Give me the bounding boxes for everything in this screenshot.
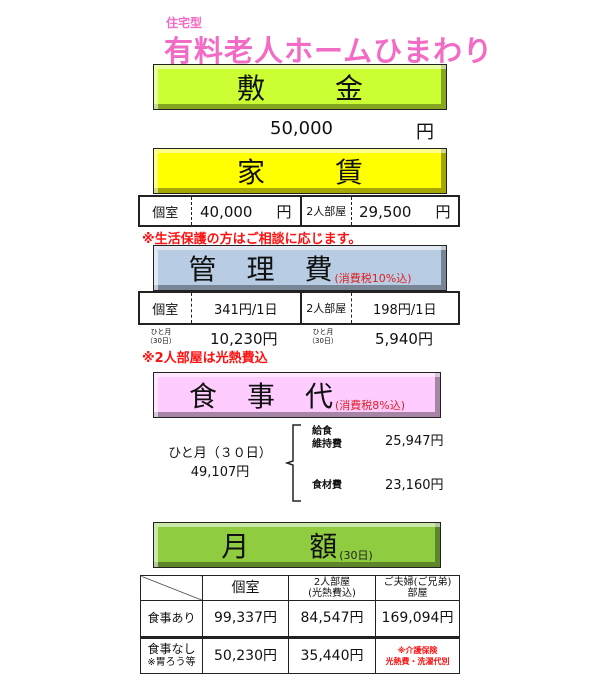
col-double: 2人部屋 [313,577,351,589]
mgmt-double-label: 2人部屋 [300,291,352,325]
item1-label-b: 維持費 [312,439,342,450]
cell-note-b: 光熱費・洗濯代別 [385,656,450,666]
rent-unit-2: 円 [435,202,451,221]
management-label-b: 理 [246,253,275,286]
management-label-a: 管 [188,253,217,286]
meals-label-a: 食 [188,380,217,413]
table-row: 食事なし※胃ろう等 50,230円 35,440円 ※介護保険光熱費・洗濯代別 [140,636,460,675]
monthly-table: 個室 2人部屋(光熱費込) ご夫婦(ご兄弟)部屋 食事あり 99,337円 84… [140,574,460,675]
row-label: 食事あり [140,600,203,638]
meals-month-label: ひと月（３０日） [168,446,272,461]
row-label: 食事なし [147,641,196,656]
deposit-label-a: 敷 [236,72,265,105]
monthly-label-b: 額 [309,530,338,563]
rent-label-b: 賃 [335,156,364,189]
management-banner: 管理費 (消費税10%込) [153,245,447,291]
deposit-unit: 円 [416,122,434,143]
row-label-note: ※胃ろう等 [147,656,196,668]
mgmt-double-value: 198円/1日 [351,291,460,325]
cell-value: 169,094円 [375,600,460,638]
brace-icon [285,424,301,502]
cell-value: 84,547円 [288,600,376,638]
month-label: ひと月 [150,328,172,336]
deposit-label-b: 金 [335,72,364,105]
management-table: 個室 341円/1日 2人部屋 198円/1日 [138,291,460,325]
rent-single-label: 個室 [138,195,192,227]
rent-double-label: 2人部屋 [300,195,352,227]
management-note: ※2人部屋は光熱費込 [142,351,268,366]
cell-note-a: ※介護保険 [397,645,438,655]
corner-cell [140,574,203,602]
col-couple-room: 部屋 [407,588,428,600]
meals-total: 49,107円 [190,465,250,480]
meals-tax: (消費税8%込) [335,399,406,412]
management-tax: (消費税10%込) [334,272,412,285]
table-row: 食事あり 99,337円 84,547円 169,094円 [140,600,460,638]
meals-banner: 食事代 (消費税8%込) [153,372,441,418]
item2-label: 食材費 [312,480,342,491]
month-days-2: （30日） [308,337,338,345]
deposit-banner: 敷金 [153,64,447,110]
mgmt-double-month: 5,940円 [375,330,433,348]
item1-label-a: 給食 [312,426,332,437]
rent-unit: 円 [276,202,292,221]
cell-value: 99,337円 [202,600,289,638]
monthly-days: (30日) [339,549,373,562]
mgmt-single-label: 個室 [138,291,192,325]
rent-label-a: 家 [236,156,265,189]
deposit-amount: 50,000 [270,118,333,139]
mgmt-single-month: 10,230円 [210,330,278,348]
monthly-label-a: 月 [221,530,250,563]
cell-value: 35,440円 [288,636,376,675]
rent-banner: 家賃 [153,148,447,194]
col-single: 個室 [202,574,289,602]
item2-value: 23,160円 [385,478,444,493]
monthly-banner: 月 額 (30日) [153,522,441,568]
rent-note: ※生活保護の方はご相談に応じます。 [142,232,362,247]
mgmt-single-value: 341円/1日 [191,291,302,325]
col-couple: ご夫婦(ご兄弟) [383,577,452,589]
page-title: 有料老人ホームひまわり [164,34,494,68]
month-label-2: ひと月 [312,328,334,336]
month-days: （30日） [146,337,176,345]
rent-single-value: 40,000 [199,202,253,221]
subtitle: 住宅型 [166,16,203,30]
meals-label-b: 事 [246,380,275,413]
rent-table: 個室 40,000 円 2人部屋 29,500 円 [138,195,460,227]
cell-value: 50,230円 [202,636,289,675]
meals-label-c: 代 [304,380,333,413]
col-double-note: (光熱費込) [308,588,356,600]
item1-value: 25,947円 [385,434,444,449]
management-label-c: 費 [304,253,333,286]
rent-double-value: 29,500 [358,202,412,221]
